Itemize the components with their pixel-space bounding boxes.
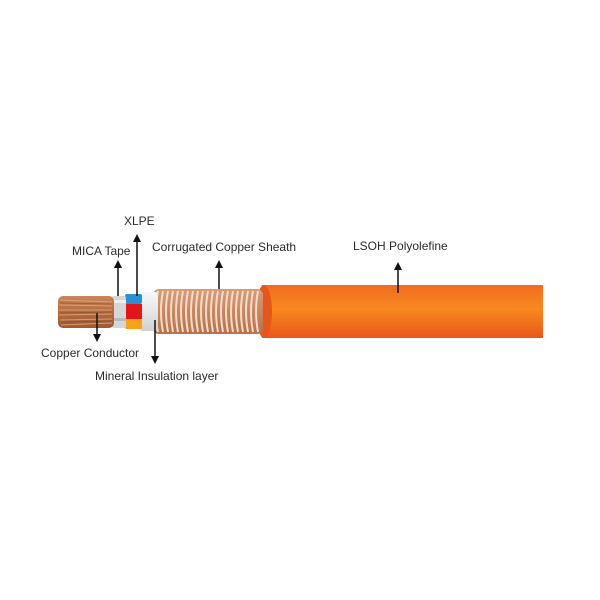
corrugated-copper-sheath [153,289,263,334]
mica-tape-arrow-icon [114,260,122,296]
label-corrugated-copper-sheath: Corrugated Copper Sheath [152,240,297,254]
label-mineral-insulation-layer: Mineral Insulation layer [95,369,219,383]
copper-conductor [58,296,114,328]
label-copper-conductor: Copper Conductor [41,346,140,360]
xlpe-layer [125,294,142,329]
mineral-insulation-layer [140,292,158,331]
lsoh-jacket [256,285,543,338]
sheath-arrow-icon [215,260,223,289]
xlpe-arrow-icon [133,234,141,296]
conductor-arrow-icon [93,313,101,342]
label-xlpe: XLPE [124,214,155,228]
mica-tape [112,296,126,328]
label-mica-tape: MICA Tape [72,244,131,258]
lsoh-arrow-icon [394,262,402,293]
arrows [93,234,402,364]
mineral-arrow-icon [151,320,159,364]
label-lsoh-polyolefine: LSOH Polyolefine [353,239,448,253]
